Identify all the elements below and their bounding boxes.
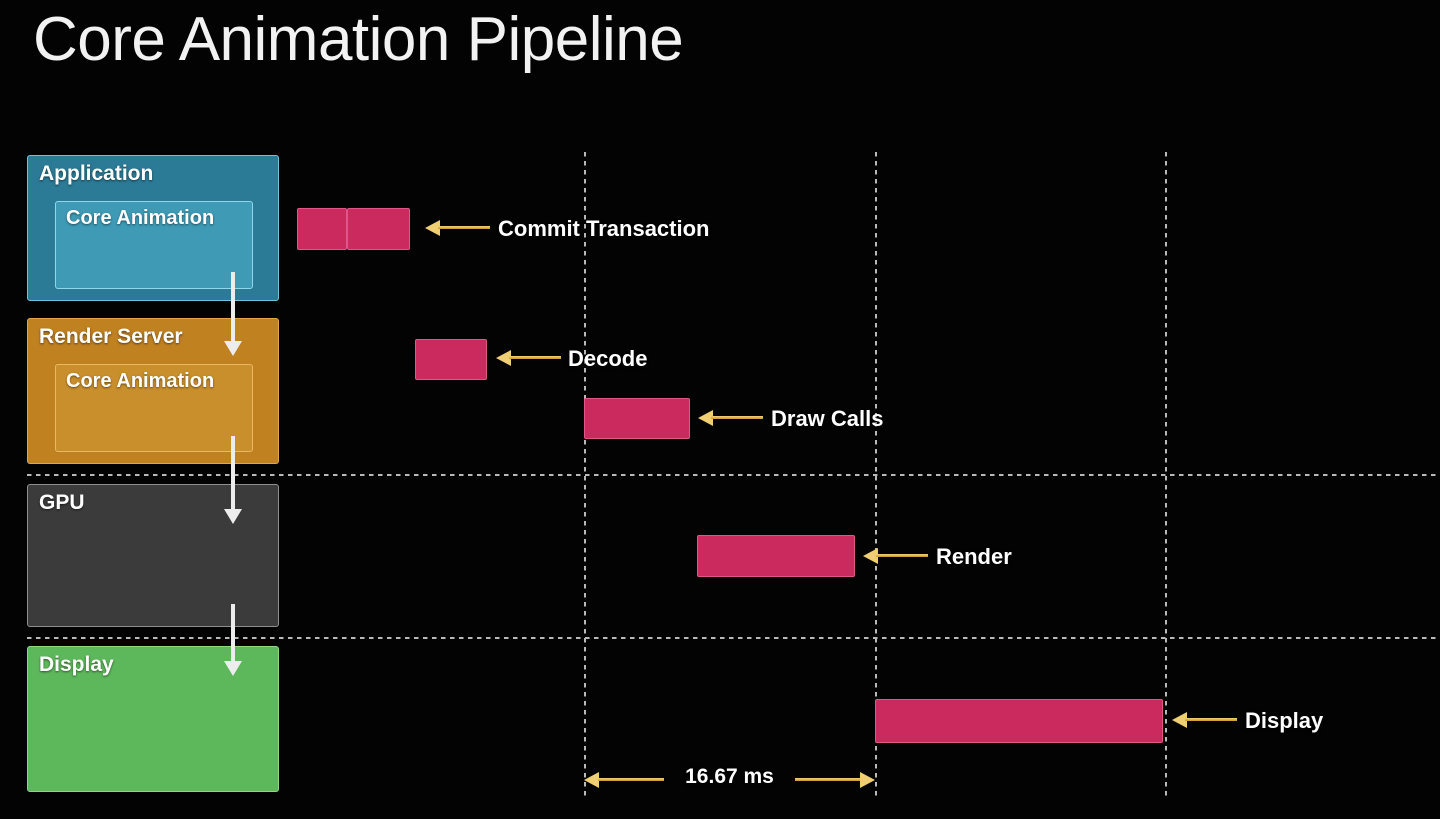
gridline-horizontal-2 xyxy=(27,637,1437,639)
measure-arrow-right-icon xyxy=(860,772,875,788)
page-title: Core Animation Pipeline xyxy=(33,5,684,74)
callout-label-display: Display xyxy=(1245,708,1324,733)
measure-label: 16.67 ms xyxy=(685,765,774,788)
timeline-bar-display[interactable] xyxy=(875,699,1163,743)
layer-box-application[interactable]: Application Core Animation xyxy=(27,155,279,301)
callout-arrow-render xyxy=(863,546,928,566)
timeline-bar-render[interactable] xyxy=(697,535,855,577)
measure-line-left xyxy=(598,778,664,781)
measure-line-right xyxy=(795,778,861,781)
callout-arrow-decode xyxy=(496,348,561,368)
flow-arrow-render-server-to-gpu xyxy=(224,436,242,524)
flow-arrow-application-to-render-server xyxy=(224,272,242,356)
nested-box-render-server-core-animation[interactable]: Core Animation xyxy=(55,364,253,452)
layer-label-gpu: GPU xyxy=(39,491,85,514)
gridline-vertical-1 xyxy=(584,152,586,800)
layer-label-application: Application xyxy=(39,162,154,185)
flow-arrow-gpu-to-display xyxy=(224,604,242,676)
nested-box-application-core-animation[interactable]: Core Animation xyxy=(55,201,253,289)
measure-arrow-left-icon xyxy=(584,772,599,788)
gridline-vertical-2 xyxy=(875,152,877,800)
callout-label-decode: Decode xyxy=(568,346,648,371)
layer-box-render-server[interactable]: Render Server Core Animation xyxy=(27,318,279,464)
nested-label-render-server-core-animation: Core Animation xyxy=(66,370,215,392)
callout-arrow-draw-calls xyxy=(698,408,763,428)
layer-label-display: Display xyxy=(39,653,114,676)
gridline-vertical-3 xyxy=(1165,152,1167,800)
gridline-horizontal-1 xyxy=(27,474,1437,476)
timeline-bar-decode[interactable] xyxy=(415,339,487,380)
nested-label-application-core-animation: Core Animation xyxy=(66,207,215,229)
timeline-bar-commit-transaction-1[interactable] xyxy=(297,208,347,250)
callout-label-render: Render xyxy=(936,544,1012,569)
callout-label-draw-calls: Draw Calls xyxy=(771,406,884,431)
callout-arrow-commit-transaction xyxy=(425,218,490,238)
layer-label-render-server: Render Server xyxy=(39,325,183,348)
callout-label-commit-transaction: Commit Transaction xyxy=(498,216,710,241)
layer-box-gpu[interactable]: GPU xyxy=(27,484,279,627)
timeline-bar-commit-transaction-2[interactable] xyxy=(347,208,410,250)
timeline-bar-draw-calls[interactable] xyxy=(584,398,690,439)
callout-arrow-display xyxy=(1172,710,1237,730)
duration-measure: 16.67 ms xyxy=(584,765,875,791)
